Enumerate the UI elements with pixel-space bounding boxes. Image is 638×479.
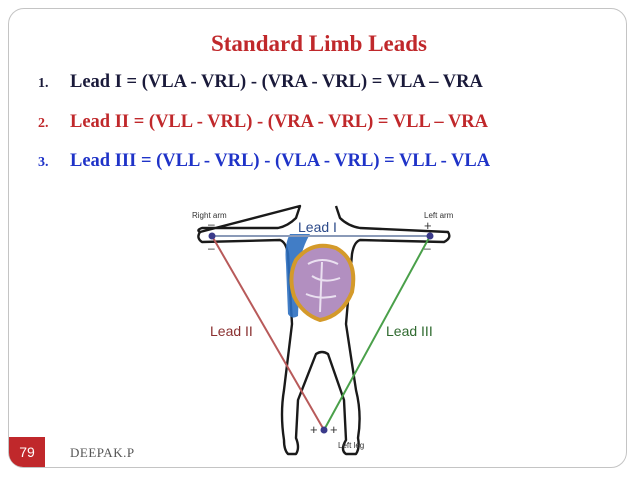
lead-iii-line [323,235,431,431]
lead-iii-label: Lead III [386,323,433,339]
lead-i-label: Lead I [298,219,337,235]
list-number: 2. [38,116,49,131]
equation-text: Lead II = (VLL - VRL) - (VRA - VRL) = VL… [70,112,489,132]
slide-title: Standard Limb Leads [210,31,427,56]
right-arm-label: Right arm [192,211,227,220]
lead-i-equation: 1. Lead I = (VLA - VRL) - (VRA - VRL) = V… [38,72,483,93]
lead-iii-equation: 3. Lead III = (VLL - VRL) - (VLA - VRL) =… [38,151,490,172]
body-outline [197,204,451,456]
slide-frame [8,8,627,468]
author-footer: DEEPAK.P [70,445,135,460]
equation-text: Lead III = (VLL - VRL) - (VLA - VRL) = V… [70,151,491,171]
lead-ii-line [211,235,325,431]
lead-ii-equation: 2. Lead II = (VLL - VRL) - (VRA - VRL) = … [38,112,488,133]
right-arm-minus-bottom: – [208,241,215,255]
left-leg-plus-1: + [310,422,318,437]
left-arm-label: Left arm [424,211,454,220]
heart-chambers [305,259,341,313]
right-arm-minus-top: – [208,217,215,231]
page-number-badge: 79 [9,437,45,467]
lead-ii-label: Lead II [210,323,253,339]
left-arm-minus: – [424,241,431,255]
list-number: 3. [38,155,49,170]
heart [289,243,356,323]
left-leg-label: Left leg [338,441,364,450]
einthoven-triangle-figure: Right arm Left arm Left leg Lead I Lead … [192,204,454,456]
list-number: 1. [38,76,49,91]
left-leg-plus-2: + [330,422,338,437]
left-leg-electrode [320,426,328,434]
right-arm-electrode [208,232,216,240]
equation-text: Lead I = (VLA - VRL) - (VRA - VRL) = VLA… [70,72,483,92]
left-arm-electrode [426,232,434,240]
left-arm-plus: + [424,218,432,233]
